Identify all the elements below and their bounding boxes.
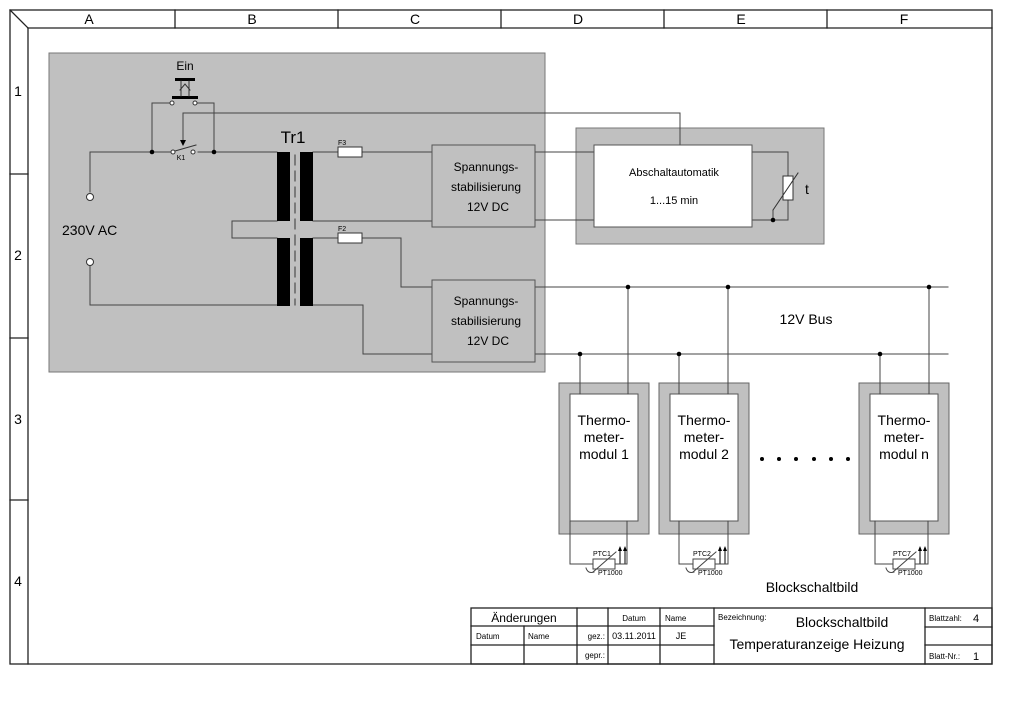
fuse-f2: F2 <box>337 226 363 244</box>
svg-text:PT1000: PT1000 <box>598 570 623 577</box>
potentiometer-label: t <box>805 181 809 197</box>
push-button-ein: Ein <box>169 59 198 106</box>
svg-text:Abschaltautomatik: Abschaltautomatik <box>629 167 719 179</box>
ellipsis-dots <box>760 457 850 461</box>
timer-potentiometer: t <box>772 172 809 211</box>
svg-text:Thermo-: Thermo- <box>878 412 931 428</box>
ptc-sensor-2: PTC2 PT1000 <box>678 520 729 577</box>
svg-text:Spannungs-: Spannungs- <box>454 294 519 308</box>
svg-text:PTC1: PTC1 <box>593 551 611 558</box>
svg-text:PTC2: PTC2 <box>693 551 711 558</box>
fuse-f3: F3 <box>337 140 363 158</box>
fuse-f2-label: F2 <box>338 226 346 233</box>
svg-text:modul 2: modul 2 <box>679 446 729 462</box>
drawing-title-line2: Temperaturanzeige Heizung <box>729 636 904 652</box>
column-label-e: E <box>736 11 745 27</box>
thermometer-module-n: Thermo- meter- modul n <box>858 382 950 535</box>
thermometer-module-2: Thermo- meter- modul 2 <box>658 382 750 535</box>
push-button-label: Ein <box>176 59 193 73</box>
ptc-sensor-n: PTC7 PT1000 <box>874 520 929 577</box>
svg-text:modul 1: modul 1 <box>579 446 629 462</box>
junction-dots <box>149 149 932 357</box>
svg-text:PTC7: PTC7 <box>893 551 911 558</box>
svg-text:Thermo-: Thermo- <box>678 412 731 428</box>
ptc-sensor-1: PTC1 PT1000 <box>569 520 628 577</box>
blattzahl-value: 4 <box>973 613 979 625</box>
svg-text:stabilisierung: stabilisierung <box>451 314 521 328</box>
column-label-d: D <box>573 11 583 27</box>
blattzahl-label: Blattzahl: <box>929 614 962 623</box>
bezeichnung-label: Bezeichnung: <box>718 613 766 622</box>
input-terminal-l <box>86 193 94 201</box>
row-label-2: 2 <box>14 247 22 263</box>
stabilizer-bottom: Spannungs- stabilisierung 12V DC <box>431 279 536 363</box>
svg-text:1...15 min: 1...15 min <box>650 195 698 207</box>
column-label-f: F <box>900 11 909 27</box>
svg-text:meter-: meter- <box>884 429 925 445</box>
column-label-c: C <box>410 11 420 27</box>
bus-label: 12V Bus <box>780 311 833 327</box>
gez-name: JE <box>676 631 687 641</box>
column-label-b: B <box>247 11 256 27</box>
stabilizer-top: Spannungs- stabilisierung 12V DC <box>431 144 536 228</box>
svg-text:meter-: meter- <box>684 429 725 445</box>
svg-text:PT1000: PT1000 <box>898 570 923 577</box>
row-label-4: 4 <box>14 573 22 589</box>
relay-label: K1 <box>177 155 186 162</box>
name-header: Name <box>665 614 687 623</box>
row-label-1: 1 <box>14 83 22 99</box>
svg-text:modul n: modul n <box>879 446 929 462</box>
relay-k1: K1 <box>170 140 197 162</box>
svg-text:stabilisierung: stabilisierung <box>451 180 521 194</box>
svg-text:12V DC: 12V DC <box>467 334 509 348</box>
module-internal-wiring <box>579 382 930 395</box>
auto-shutoff-block: Abschaltautomatik 1...15 min <box>593 144 753 228</box>
blattnr-label: Blatt-Nr.: <box>929 652 960 661</box>
input-terminal-n <box>86 258 94 266</box>
thermometer-module-1: Thermo- meter- modul 1 <box>558 382 650 535</box>
gez-label: gez.: <box>588 632 605 641</box>
svg-text:12V DC: 12V DC <box>467 200 509 214</box>
row-label-3: 3 <box>14 411 22 427</box>
svg-text:PT1000: PT1000 <box>698 570 723 577</box>
changes-header: Änderungen <box>491 611 556 625</box>
datum-header: Datum <box>622 614 646 623</box>
column-label-a: A <box>84 11 94 27</box>
fuse-f3-label: F3 <box>338 140 346 147</box>
drawing-title-line1: Blockschaltbild <box>796 614 889 630</box>
transformer-label: Tr1 <box>281 128 306 147</box>
svg-text:Thermo-: Thermo- <box>578 412 631 428</box>
changes-col-datum: Datum <box>476 632 500 641</box>
svg-text:meter-: meter- <box>584 429 625 445</box>
svg-text:Spannungs-: Spannungs- <box>454 160 519 174</box>
diagram-caption: Blockschaltbild <box>766 579 859 595</box>
transformer-tr1: Tr1 <box>277 128 313 306</box>
gepr-label: gepr.: <box>585 651 605 660</box>
title-block <box>470 607 993 665</box>
gez-date: 03.11.2011 <box>612 631 656 641</box>
input-voltage-label: 230V AC <box>62 222 117 238</box>
blattnr-value: 1 <box>973 651 979 663</box>
changes-col-name: Name <box>528 632 550 641</box>
